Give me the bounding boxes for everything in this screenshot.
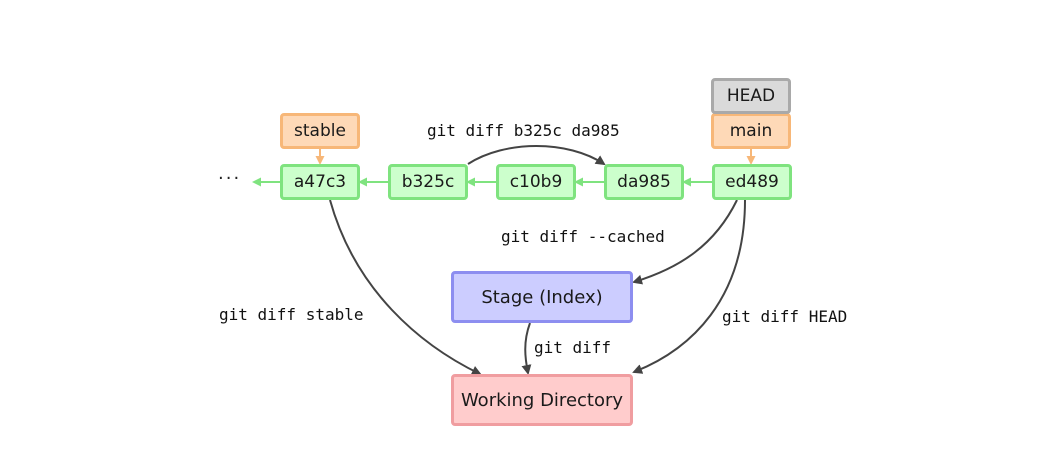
diff-commits-label: git diff b325c da985 — [427, 121, 620, 140]
history-ellipsis: ··· — [218, 168, 242, 189]
stage-index-box[interactable]: Stage (Index) — [451, 271, 633, 323]
diff-head-label: git diff HEAD — [722, 307, 848, 326]
diff-head-arrow — [632, 199, 746, 374]
diff-arrow — [521, 322, 532, 375]
commit-b325c[interactable]: b325c — [388, 164, 468, 200]
diff-stable-arrow — [329, 199, 482, 376]
commit-ed489[interactable]: ed489 — [712, 164, 792, 200]
diff-commits-arrow — [467, 145, 606, 166]
branch-stable[interactable]: stable — [280, 113, 360, 149]
diff-cached-arrow — [632, 199, 738, 285]
diff-label: git diff — [534, 338, 612, 357]
working-directory-box[interactable]: Working Directory — [451, 374, 633, 426]
head-ref[interactable]: HEAD — [711, 78, 791, 114]
commit-c10b9[interactable]: c10b9 — [496, 164, 576, 200]
commit-a47c3[interactable]: a47c3 — [280, 164, 360, 200]
branch-main[interactable]: main — [711, 113, 791, 149]
diff-cached-label: git diff --cached — [501, 227, 665, 246]
commit-da985[interactable]: da985 — [604, 164, 684, 200]
diff-stable-label: git diff stable — [219, 305, 364, 324]
